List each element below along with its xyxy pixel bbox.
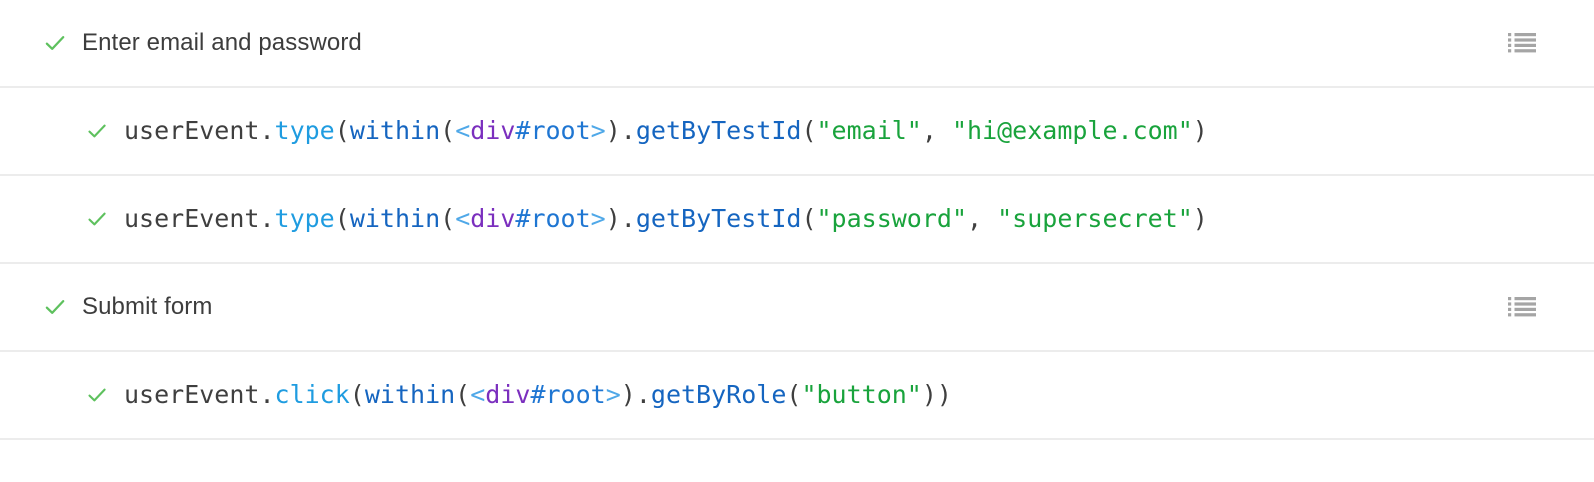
- test-step-row[interactable]: userEvent.type(within(<div#root>).getByT…: [0, 176, 1594, 264]
- code-token-plain: ): [936, 380, 952, 409]
- code-token-plain: .: [259, 116, 275, 145]
- suite-title: Submit form: [82, 293, 213, 320]
- test-step-code: userEvent.type(within(<div#root>).getByT…: [124, 204, 1208, 234]
- status-check-icon: [80, 207, 114, 231]
- code-token-method: click: [274, 380, 350, 409]
- list-icon[interactable]: [1506, 30, 1538, 56]
- code-token-string: "email": [816, 116, 922, 145]
- code-token-string: "hi@example.com": [951, 116, 1193, 145]
- code-token-tag: div: [485, 380, 531, 409]
- code-token-plain: ): [921, 380, 937, 409]
- suite-title: Enter email and password: [82, 29, 362, 56]
- code-token-bracket: >: [590, 116, 606, 145]
- status-check-icon: [80, 383, 114, 407]
- code-token-fn: within: [349, 204, 441, 233]
- code-token-bracket: <: [470, 380, 486, 409]
- code-token-fn: getByTestId: [635, 116, 802, 145]
- test-step-row[interactable]: userEvent.type(within(<div#root>).getByT…: [0, 88, 1594, 176]
- code-token-string: "password": [816, 204, 968, 233]
- code-token-plain: .: [259, 204, 275, 233]
- code-token-plain: (: [334, 204, 350, 233]
- code-token-id: #root: [515, 204, 591, 233]
- code-token-string: "button": [801, 380, 922, 409]
- status-check-icon: [38, 294, 72, 320]
- code-token-fn: getByRole: [650, 380, 787, 409]
- code-token-plain: ,: [967, 204, 998, 233]
- code-token-plain: userEvent: [124, 116, 260, 145]
- status-check-icon: [38, 30, 72, 56]
- code-token-plain: ): [1192, 116, 1208, 145]
- code-token-fn: within: [364, 380, 456, 409]
- code-token-plain: ): [605, 204, 621, 233]
- test-suite-row[interactable]: Submit form: [0, 264, 1594, 352]
- code-token-plain: ): [620, 380, 636, 409]
- code-token-plain: (: [440, 116, 456, 145]
- code-token-tag: div: [470, 204, 516, 233]
- code-token-bracket: <: [455, 204, 471, 233]
- code-token-plain: .: [635, 380, 651, 409]
- code-token-plain: .: [620, 204, 636, 233]
- code-token-method: type: [274, 204, 335, 233]
- code-token-plain: (: [349, 380, 365, 409]
- code-token-bracket: >: [590, 204, 606, 233]
- code-token-plain: .: [620, 116, 636, 145]
- code-token-plain: (: [801, 204, 817, 233]
- test-suite-row[interactable]: Enter email and password: [0, 0, 1594, 88]
- code-token-method: type: [274, 116, 335, 145]
- code-token-plain: ): [605, 116, 621, 145]
- code-token-fn: within: [349, 116, 441, 145]
- test-step-code: userEvent.click(within(<div#root>).getBy…: [124, 380, 952, 410]
- code-token-plain: (: [334, 116, 350, 145]
- code-token-plain: (: [440, 204, 456, 233]
- code-token-id: #root: [530, 380, 606, 409]
- code-token-bracket: >: [605, 380, 621, 409]
- code-token-plain: .: [259, 380, 275, 409]
- code-token-plain: userEvent: [124, 204, 260, 233]
- list-icon[interactable]: [1506, 294, 1538, 320]
- code-token-plain: userEvent: [124, 380, 260, 409]
- code-token-plain: ,: [921, 116, 952, 145]
- code-token-fn: getByTestId: [635, 204, 802, 233]
- code-token-id: #root: [515, 116, 591, 145]
- code-token-string: "supersecret": [997, 204, 1193, 233]
- test-step-code: userEvent.type(within(<div#root>).getByT…: [124, 116, 1208, 146]
- status-check-icon: [80, 119, 114, 143]
- code-token-plain: (: [455, 380, 471, 409]
- code-token-plain: (: [801, 116, 817, 145]
- test-step-row[interactable]: userEvent.click(within(<div#root>).getBy…: [0, 352, 1594, 440]
- code-token-plain: (: [786, 380, 802, 409]
- code-token-tag: div: [470, 116, 516, 145]
- code-token-plain: ): [1192, 204, 1208, 233]
- code-token-bracket: <: [455, 116, 471, 145]
